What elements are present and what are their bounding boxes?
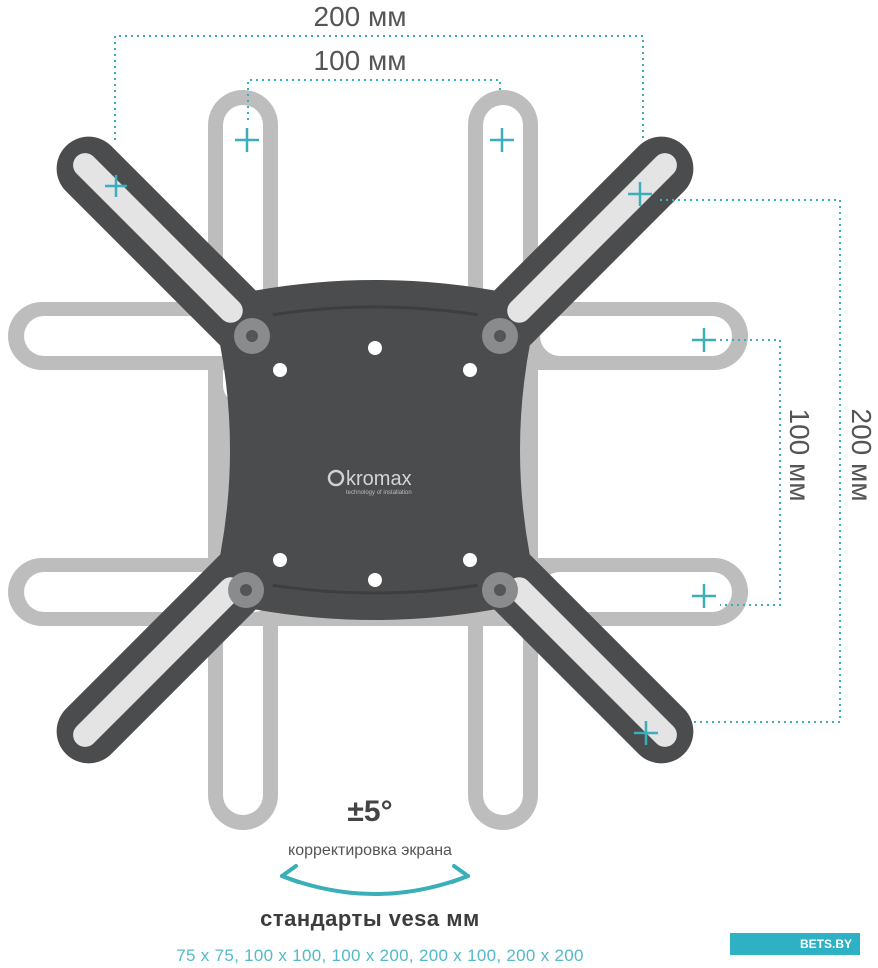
brand-logo: kromax technology of installation [327,468,412,496]
dim-right-outer: 200 мм [846,409,877,502]
logo-brand: kromax [346,468,412,490]
dimension-lines [114,35,841,723]
standards-list: 75 x 75, 100 x 100, 100 x 200, 200 x 100… [176,946,584,965]
standards-title: стандарты vesa мм [260,906,480,931]
mounting-plate [210,280,540,620]
watermark-badge: BETS.BY [730,933,860,955]
tilt-angle: ±5° [347,795,393,828]
dim-top-outer: 200 мм [314,1,407,32]
logo-tagline: technology of installation [346,490,412,496]
bolts [228,318,518,608]
dim-right-inner: 100 мм [784,409,815,502]
rotation-arrow [280,864,470,896]
dim-top-inner: 100 мм [314,45,407,76]
tilt-caption: корректировка экрана [288,842,452,859]
crosshair-markers [105,128,716,745]
